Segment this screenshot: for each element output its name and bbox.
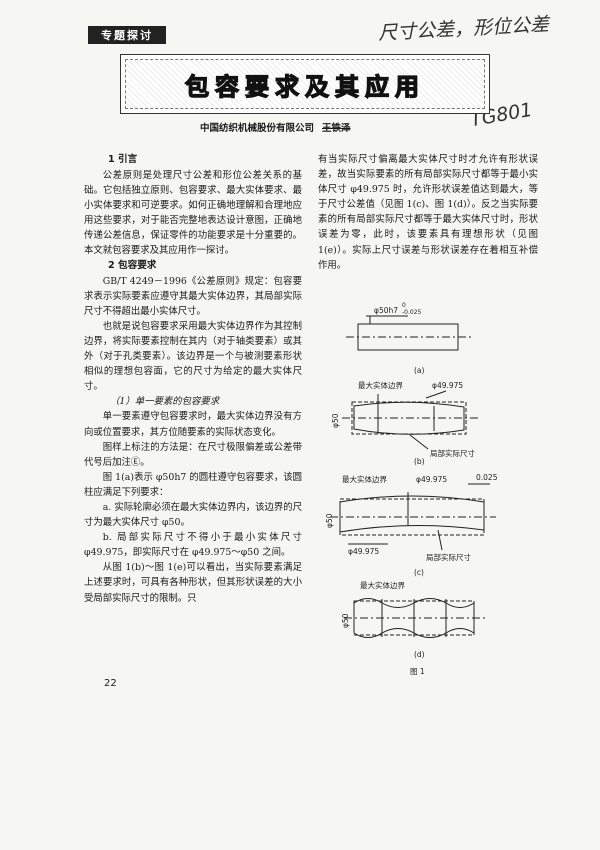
paragraph: 有当实际尺寸偏离最大实体尺寸时才允许有形状误差，故当实际要素的所有局部实际尺寸都… — [318, 154, 538, 271]
fig-a-lower-deviation: -0.025 — [402, 309, 422, 316]
section-tag: 专题探讨 — [88, 26, 166, 44]
fig-c-tolerance-label: 0.025 — [476, 473, 498, 482]
handwritten-note-top: 尺寸公差，形位公差 — [377, 13, 550, 45]
fig-c-lmc-bottom-label: φ49.975 — [348, 547, 379, 556]
heading-introduction: 1 引言 — [108, 154, 138, 165]
fig-a-label: (a) — [414, 366, 425, 375]
fig-d-mmb-label: 最大实体边界 — [360, 580, 405, 590]
paragraph: 从图 1(b)～图 1(e)可以看出，当实际要素满足上述要求时，可具有各种形状，… — [84, 562, 302, 604]
fig-b-lmc-label: φ49.975 — [432, 381, 463, 390]
fig-c-mmc-label: φ50 — [325, 513, 334, 528]
subheading-single-feature: （1）单一要素的包容要求 — [110, 396, 220, 408]
affiliation: 中国纺织机械股份有限公司 — [200, 123, 315, 134]
fig-d-mmc-label: φ50 — [341, 613, 350, 628]
fig-d-label: (d) — [414, 650, 425, 659]
fig-b-mmc-label: φ50 — [331, 413, 340, 428]
figure-1c-drawing — [330, 483, 496, 551]
fig-b-local-size-label: 局部实际尺寸 — [430, 448, 475, 458]
fig-a-upper-deviation: 0 — [402, 302, 406, 309]
heading-envelope-requirement: 2 包容要求 — [108, 260, 157, 272]
figure-caption: 图 1 — [410, 667, 425, 676]
fig-c-lmc-label: φ49.975 — [416, 475, 447, 484]
figure-1d-drawing — [344, 598, 486, 638]
author: 王铁泽 — [322, 123, 351, 134]
figure-1b-drawing — [342, 390, 478, 450]
paragraph: 公差原则是处理尺寸公差和形位公差关系的基础。它包括独立原则、包容要求、最大实体要… — [84, 169, 302, 256]
article-title: 包容要求及其应用 — [184, 72, 425, 101]
paragraph: 单一要素遵守包容要求时，最大实体边界没有方向或位置要求，其方位随要素的实际状态变… — [84, 411, 302, 438]
right-column: 有当实际尺寸偏离最大实体尺寸时才允许有形状误差，故当实际要素的所有局部实际尺寸都… — [318, 152, 538, 273]
title-banner: 包容要求及其应用 — [120, 54, 490, 114]
paragraph: 也就是说包容要求采用最大实体边界作为其控制边界，将实际要素控制在其内（对于轴类要… — [84, 320, 302, 393]
figure-1: φ50h7 0 -0.025 (a) 最大实体边界 φ49.975 φ50 局部… — [325, 302, 498, 676]
figure-1a-drawing — [346, 315, 473, 351]
fig-b-label: (b) — [414, 457, 425, 466]
paragraph: a. 实际轮廓必须在最大实体边界内，该边界的尺寸为最大实体尺寸 φ50。 — [84, 501, 302, 529]
paragraph: GB/T 4249－1996《公差原则》规定：包容要求表示实际要素应遵守其最大实… — [84, 275, 302, 317]
page-number: 22 — [104, 678, 117, 689]
paragraph: b. 局部实际尺寸不得小于最小实体尺寸 φ49.975，即实际尺寸在 φ49.9… — [84, 532, 302, 559]
paragraph: 图 1(a)表示 φ50h7 的圆柱遵守包容要求，该圆柱应满足下列要求： — [84, 471, 302, 498]
left-column: 1 引言 公差原则是处理尺寸公差和形位公差关系的基础。它包括独立原则、包容要求、… — [84, 152, 302, 606]
fig-c-local-size-label: 局部实际尺寸 — [426, 552, 471, 562]
paragraph: 图样上标注的方法是：在尺寸极限偏差或公差带代号后加注Ⓔ。 — [84, 441, 302, 468]
fig-a-dimension: φ50h7 — [374, 306, 398, 315]
title-banner-pattern — [125, 59, 485, 109]
fig-c-mmb-label: 最大实体边界 — [342, 474, 387, 484]
fig-c-label: (c) — [414, 568, 424, 577]
byline: 中国纺织机械股份有限公司王铁泽 — [200, 120, 351, 134]
fig-b-mmb-label: 最大实体边界 — [358, 380, 403, 390]
